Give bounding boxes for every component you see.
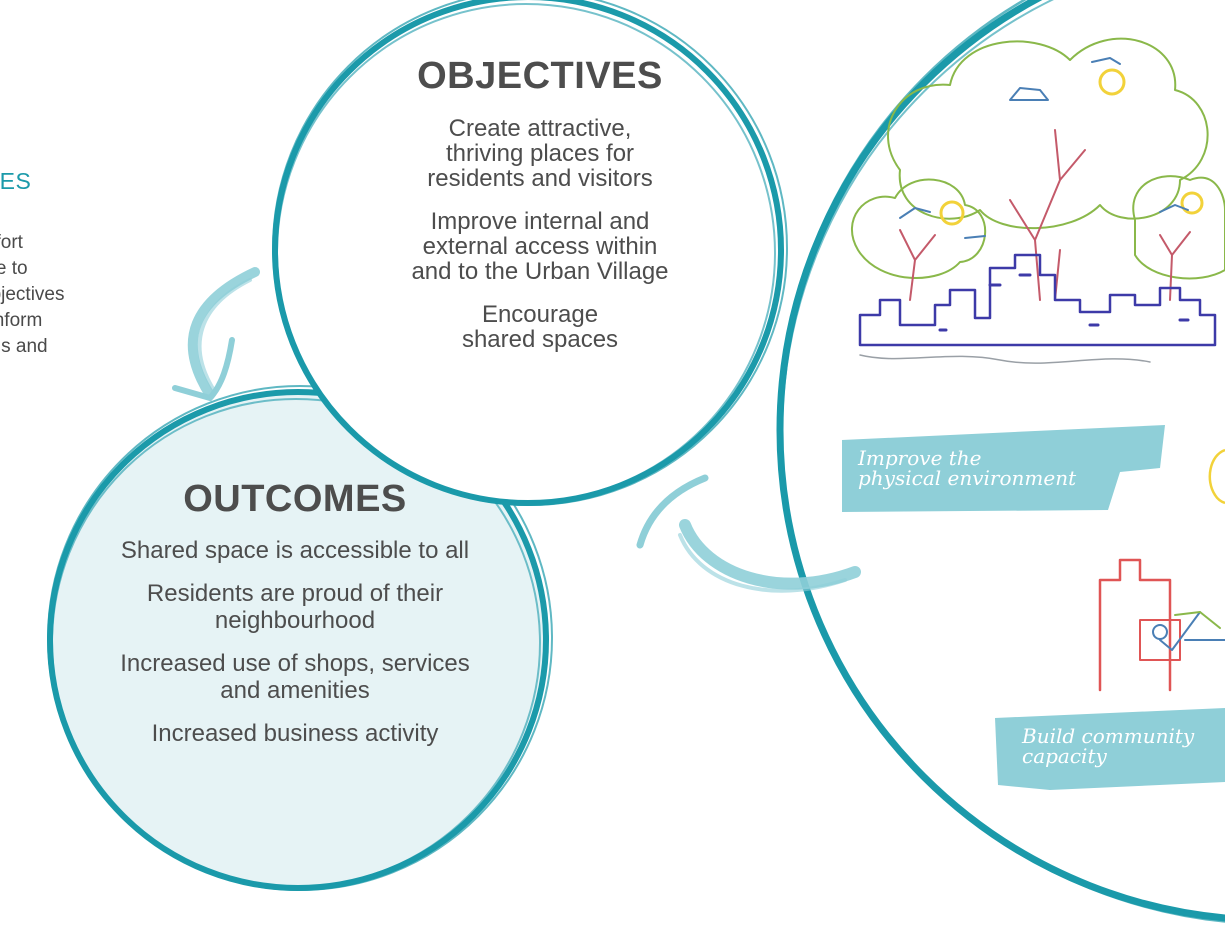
objective-item: Create attractive, thriving places for r…: [427, 115, 653, 192]
outcomes-circle-fill: [50, 392, 546, 888]
label-brush-community: [995, 708, 1225, 790]
outcomes-circle-outline: [47, 385, 553, 891]
left-text-panel: MES effort ute to objectives l inform on…: [0, 0, 200, 940]
outcome-item: Residents are proud of their neighbourho…: [146, 580, 444, 634]
curved-arrow-left: [172, 267, 260, 402]
trees-sketch: [851, 37, 1225, 364]
objectives-circle-outline: [272, 0, 788, 506]
left-line: l inform: [0, 310, 43, 331]
outcomes-title: OUTCOMES: [183, 478, 407, 520]
sun-sketch: [1208, 448, 1225, 505]
objective-item: Improve internal and external access wit…: [411, 208, 669, 285]
left-line: effort: [0, 232, 23, 253]
outcome-item: Shared space is accessible to all: [120, 537, 470, 564]
left-line: objectives: [0, 284, 65, 305]
label-brush-physical: [842, 425, 1165, 512]
objectives-circle-fill: [275, 0, 781, 503]
outcomes-block: OUTCOMES Shared space is accessible to a…: [40, 478, 550, 747]
outcome-item: Increased business activity: [151, 720, 439, 747]
objectives-title: OBJECTIVES: [417, 55, 663, 97]
left-heading: MES: [0, 168, 32, 194]
label-improve-physical-environment: Improve the physical environment: [858, 446, 1077, 490]
big-circle-outline: [776, 0, 1225, 923]
label-build-community-capacity: Build community capacity: [1022, 724, 1195, 768]
outcome-item: Increased use of shops, services and ame…: [120, 650, 470, 704]
left-line: ute to: [0, 258, 28, 279]
objective-item: Encourage shared spaces: [461, 301, 619, 353]
curved-arrow-right: [636, 474, 861, 593]
building-figure-sketch: [1098, 558, 1225, 692]
left-line: ons and: [0, 336, 48, 357]
objectives-block: OBJECTIVES Create attractive, thriving p…: [315, 55, 765, 352]
